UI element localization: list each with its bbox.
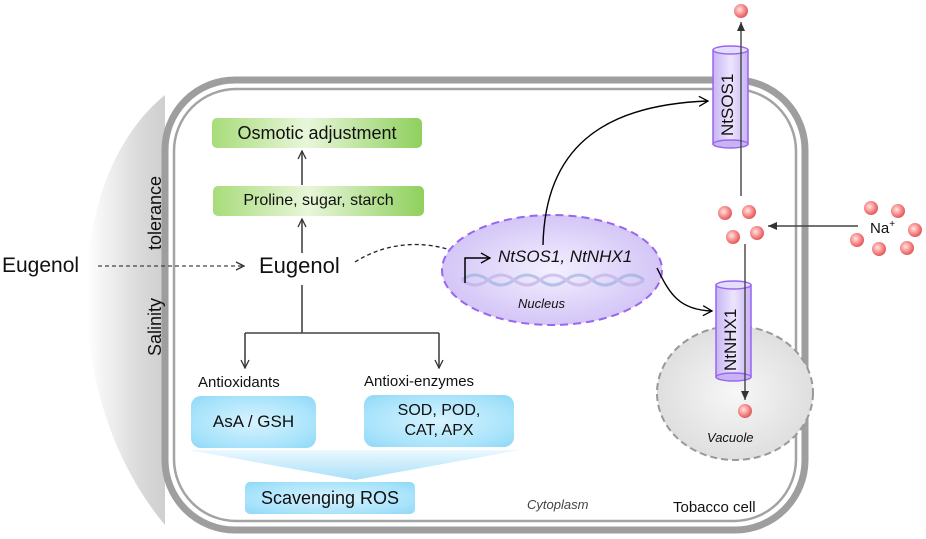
cytoplasm-label: Cytoplasm [527, 497, 589, 512]
nucleus [441, 214, 663, 326]
na-ion-label: Na+ [870, 219, 895, 237]
external-eugenol-label: Eugenol [2, 254, 80, 277]
enzymes-line-1: SOD, POD, [397, 402, 481, 419]
osmotic-adjustment-box: Osmotic adjustment [212, 118, 422, 148]
na-charge: + [889, 219, 896, 230]
osmotic-adjustment-text: Osmotic adjustment [237, 122, 397, 143]
nucleus-genes-label: NtSOS1, NtNHX1 [498, 247, 633, 266]
salinity-tolerance-crescent [86, 95, 165, 525]
antioxi-enzymes-heading: Antioxi-enzymes [364, 373, 475, 390]
proline-sugar-starch-text: Proline, sugar, starch [243, 192, 394, 209]
nucleus-label: Nucleus [518, 296, 565, 311]
dna-helix-icon [461, 273, 645, 287]
antioxidants-box: AsA / GSH [191, 396, 316, 448]
tobacco-cell-label: Tobacco cell [673, 499, 756, 516]
promoter-arrow-icon [464, 252, 492, 283]
ntnhx1-label: NtNHX1 [721, 308, 740, 371]
arrow-nucleus-to-ntsos1 [542, 95, 710, 246]
arrow-nucleus-to-ntnhx1 [656, 267, 714, 317]
na-ion-exported [734, 4, 748, 18]
vacuole-label: Vacuole [707, 430, 754, 445]
ntsos1-transporter [712, 45, 749, 149]
cell-eugenol-label: Eugenol [259, 253, 340, 278]
arrow-eugenol-branch [245, 285, 439, 334]
na-ion-vacuole [738, 404, 752, 418]
na-symbol: Na [870, 220, 890, 237]
salinity-label: Salinity [145, 297, 165, 356]
scavenging-ros-box: Scavenging ROS [245, 482, 415, 514]
scavenging-ros-text: Scavenging ROS [260, 487, 400, 508]
antioxidants-heading: Antioxidants [198, 374, 280, 391]
na-ion-cluster-cytoplasm [718, 205, 764, 244]
cell-wall-outer [161, 76, 809, 534]
asa-gsh-text: AsA / GSH [212, 412, 295, 431]
na-ion-cluster-outside [850, 201, 922, 256]
ros-funnel [188, 450, 520, 480]
ntsos1-label: NtSOS1 [718, 73, 737, 136]
enzymes-line-2: CAT, APX [404, 422, 474, 439]
proline-sugar-starch-box: Proline, sugar, starch [213, 186, 424, 216]
antioxi-enzymes-box: SOD, POD, CAT, APX [364, 395, 514, 447]
tolerance-label: tolerance [145, 175, 165, 250]
